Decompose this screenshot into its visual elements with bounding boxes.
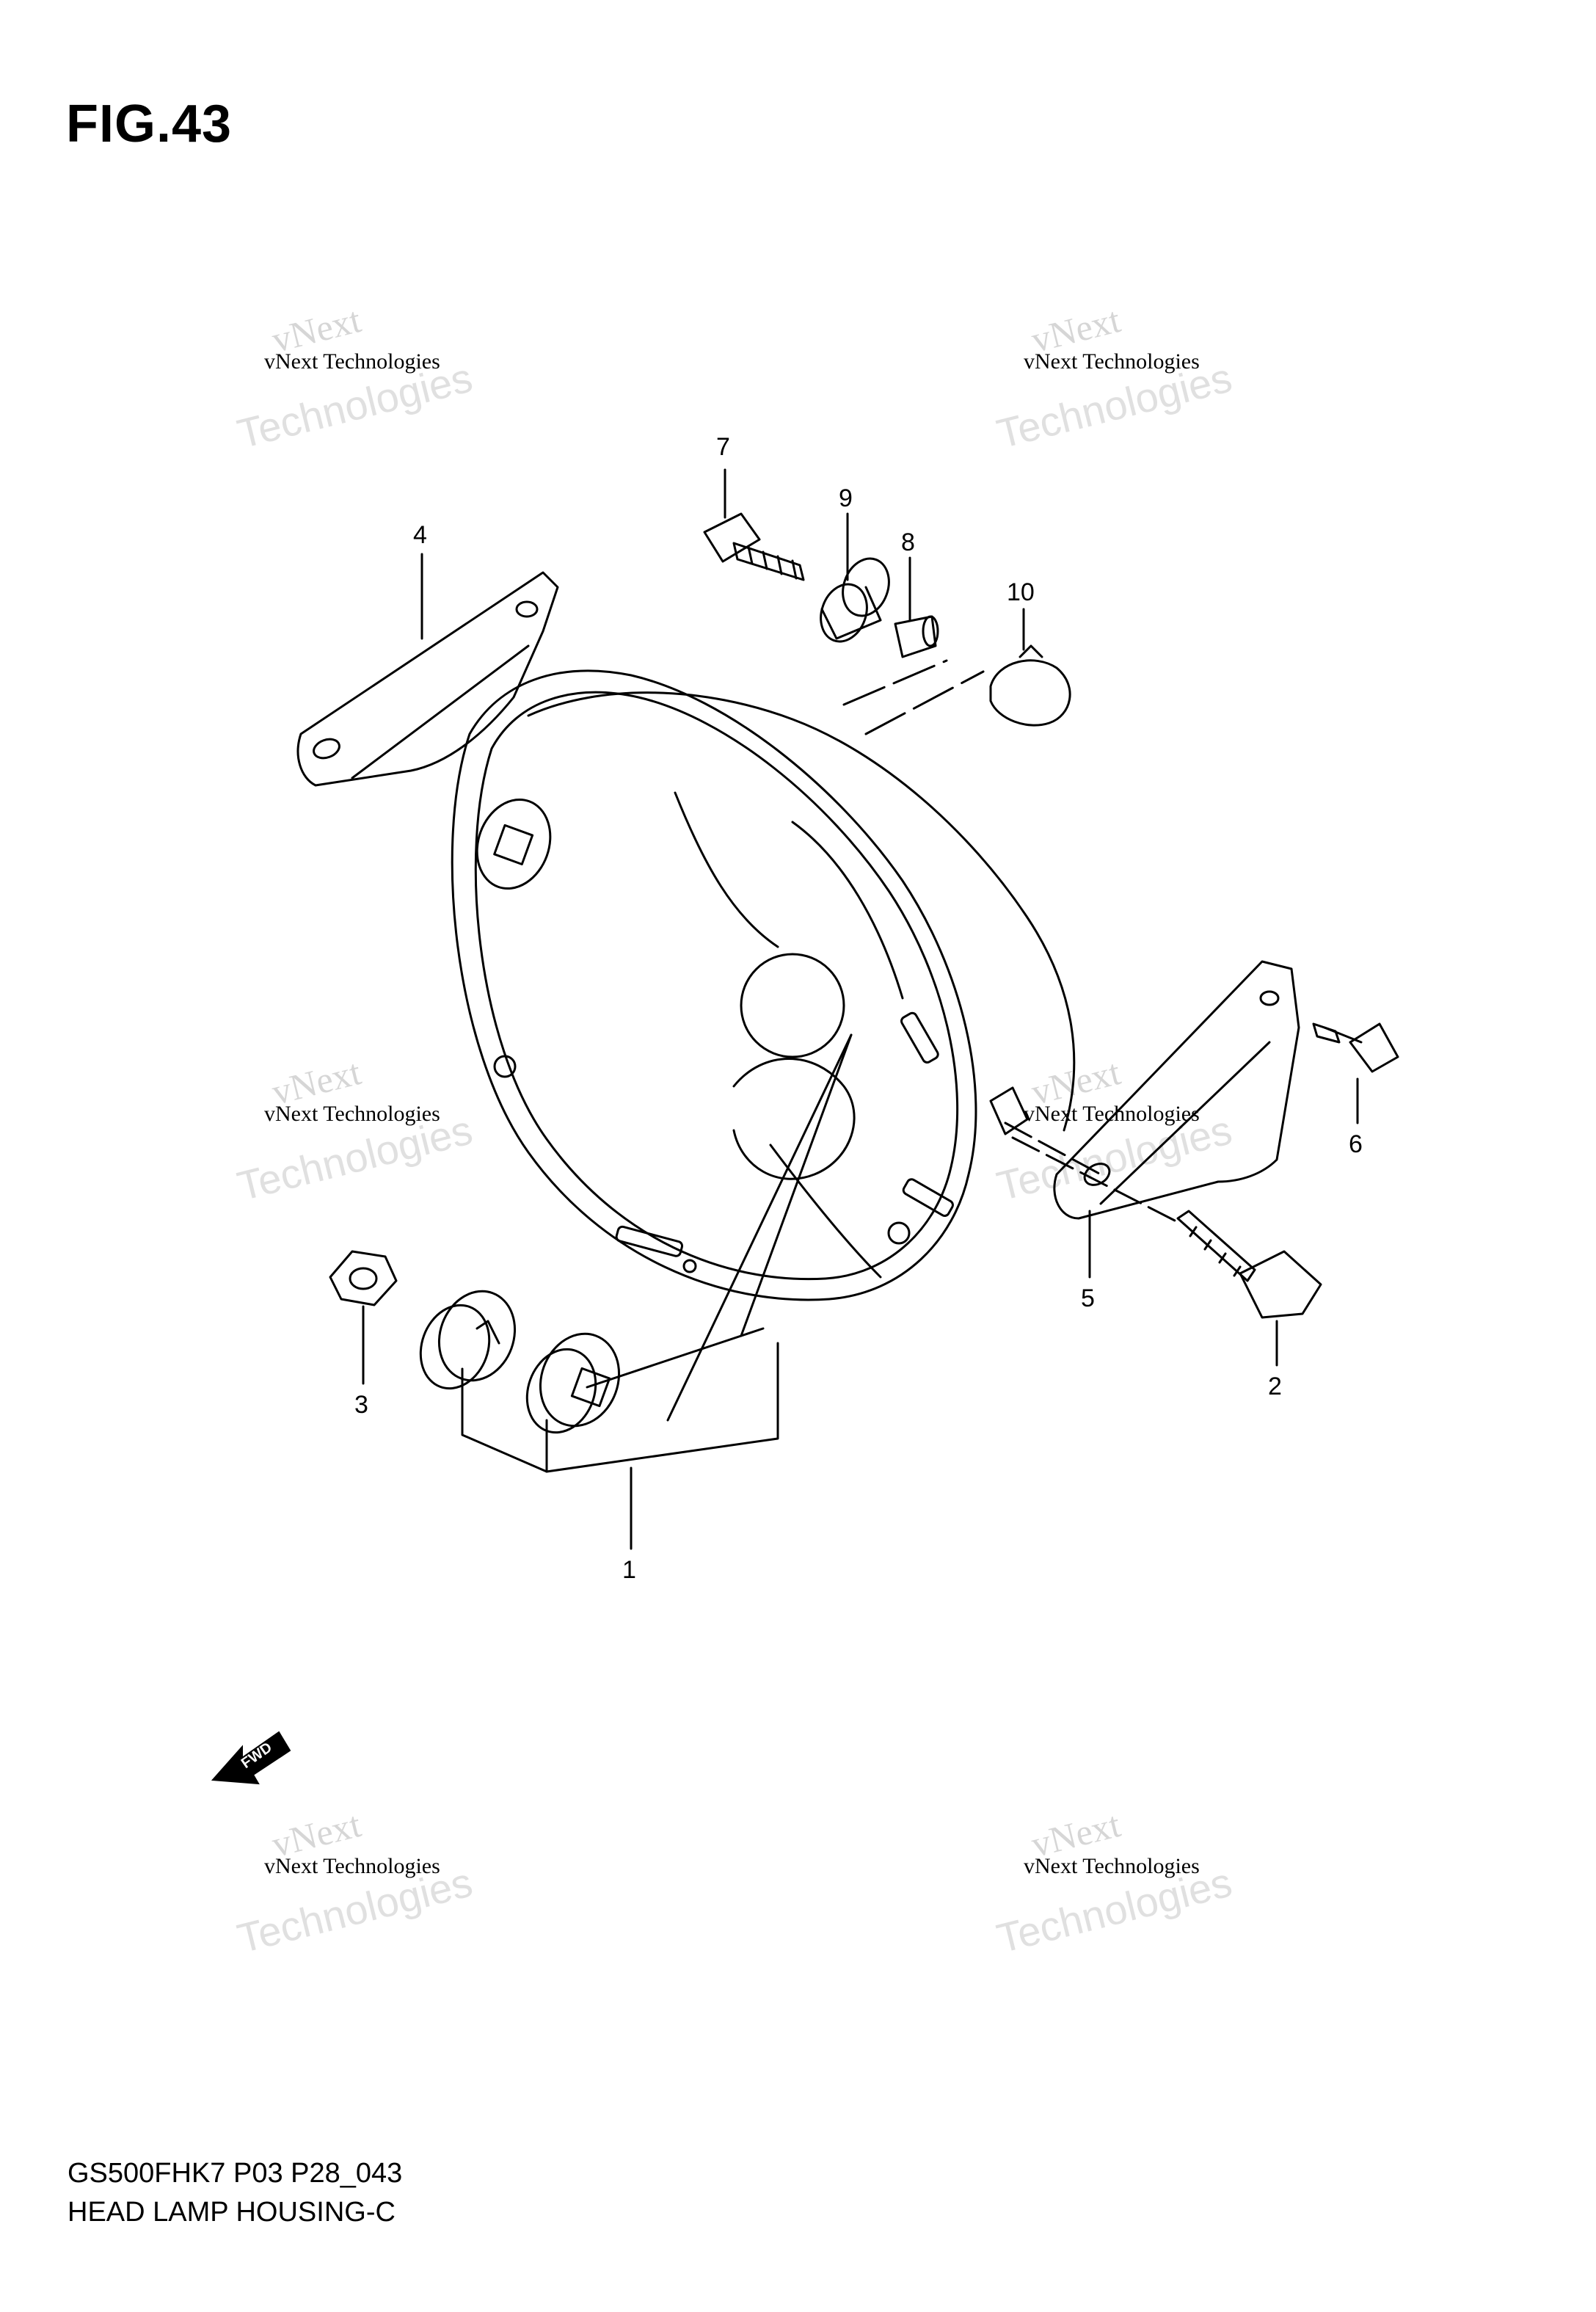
- watermark-middle-text: vNext Technologies: [1024, 1102, 1200, 1126]
- callout-3: 3: [354, 1391, 368, 1419]
- watermark-middle-text: vNext Technologies: [1024, 1854, 1200, 1878]
- headlamp-housing: [451, 669, 1076, 1301]
- watermark-middle-text: vNext Technologies: [264, 349, 440, 374]
- assembly-line: [864, 670, 985, 735]
- assembly-line: [842, 659, 948, 706]
- fwd-arrow-icon: FWD: [211, 1731, 291, 1785]
- figure-title: FIG.43: [66, 95, 233, 153]
- callout-8: 8: [901, 528, 915, 556]
- callout-4: 4: [413, 521, 427, 549]
- callout-2: 2: [1268, 1373, 1282, 1400]
- grommet-assembly-line: [666, 1033, 853, 1422]
- bolt-2: [1176, 1210, 1322, 1319]
- callout-7: 7: [716, 433, 730, 461]
- assembly-line: [1011, 1136, 1179, 1224]
- bolt-6: [1312, 1022, 1399, 1073]
- grommet-assembly-line: [586, 1327, 765, 1389]
- watermark: vNext vNext Technologies Technologies: [992, 1051, 1310, 1210]
- callout-1-bracket-right: [545, 1342, 779, 1473]
- watermark: vNext vNext Technologies Technologies: [992, 299, 1310, 457]
- right-bracket: [1053, 960, 1300, 1220]
- callout-5: 5: [1081, 1284, 1095, 1312]
- grommet-assembly-line: [740, 1033, 853, 1337]
- collar-9: [820, 557, 890, 643]
- callout-6: 6: [1349, 1130, 1363, 1158]
- watermark-middle-text: vNext Technologies: [1024, 349, 1200, 374]
- callout-10: 10: [1007, 578, 1035, 606]
- spacer-8: [894, 615, 939, 658]
- figure-name: HEAD LAMP HOUSING-C: [68, 2197, 396, 2228]
- grommet-left: [419, 1290, 517, 1390]
- assembly-line: [1004, 1122, 1102, 1176]
- watermark: vNext vNext Technologies Technologies: [233, 1803, 550, 1962]
- watermark: vNext vNext Technologies Technologies: [992, 1803, 1310, 1962]
- watermark-middle-text: vNext Technologies: [264, 1854, 440, 1878]
- watermark: vNext vNext Technologies Technologies: [233, 1051, 550, 1210]
- grommet-right: [525, 1332, 621, 1434]
- cap-10: [989, 644, 1071, 727]
- callout-1: 1: [622, 1556, 636, 1584]
- nut-3: [329, 1250, 398, 1306]
- left-bracket: [296, 571, 559, 787]
- callout-1-bracket: [461, 1367, 548, 1473]
- watermark-middle-text: vNext Technologies: [264, 1102, 440, 1126]
- callout-9: 9: [839, 484, 853, 512]
- bolt-7: [703, 512, 805, 581]
- model-code: GS500FHK7 P03 P28_043: [68, 2158, 403, 2189]
- watermark: vNext vNext Technologies Technologies: [233, 299, 550, 457]
